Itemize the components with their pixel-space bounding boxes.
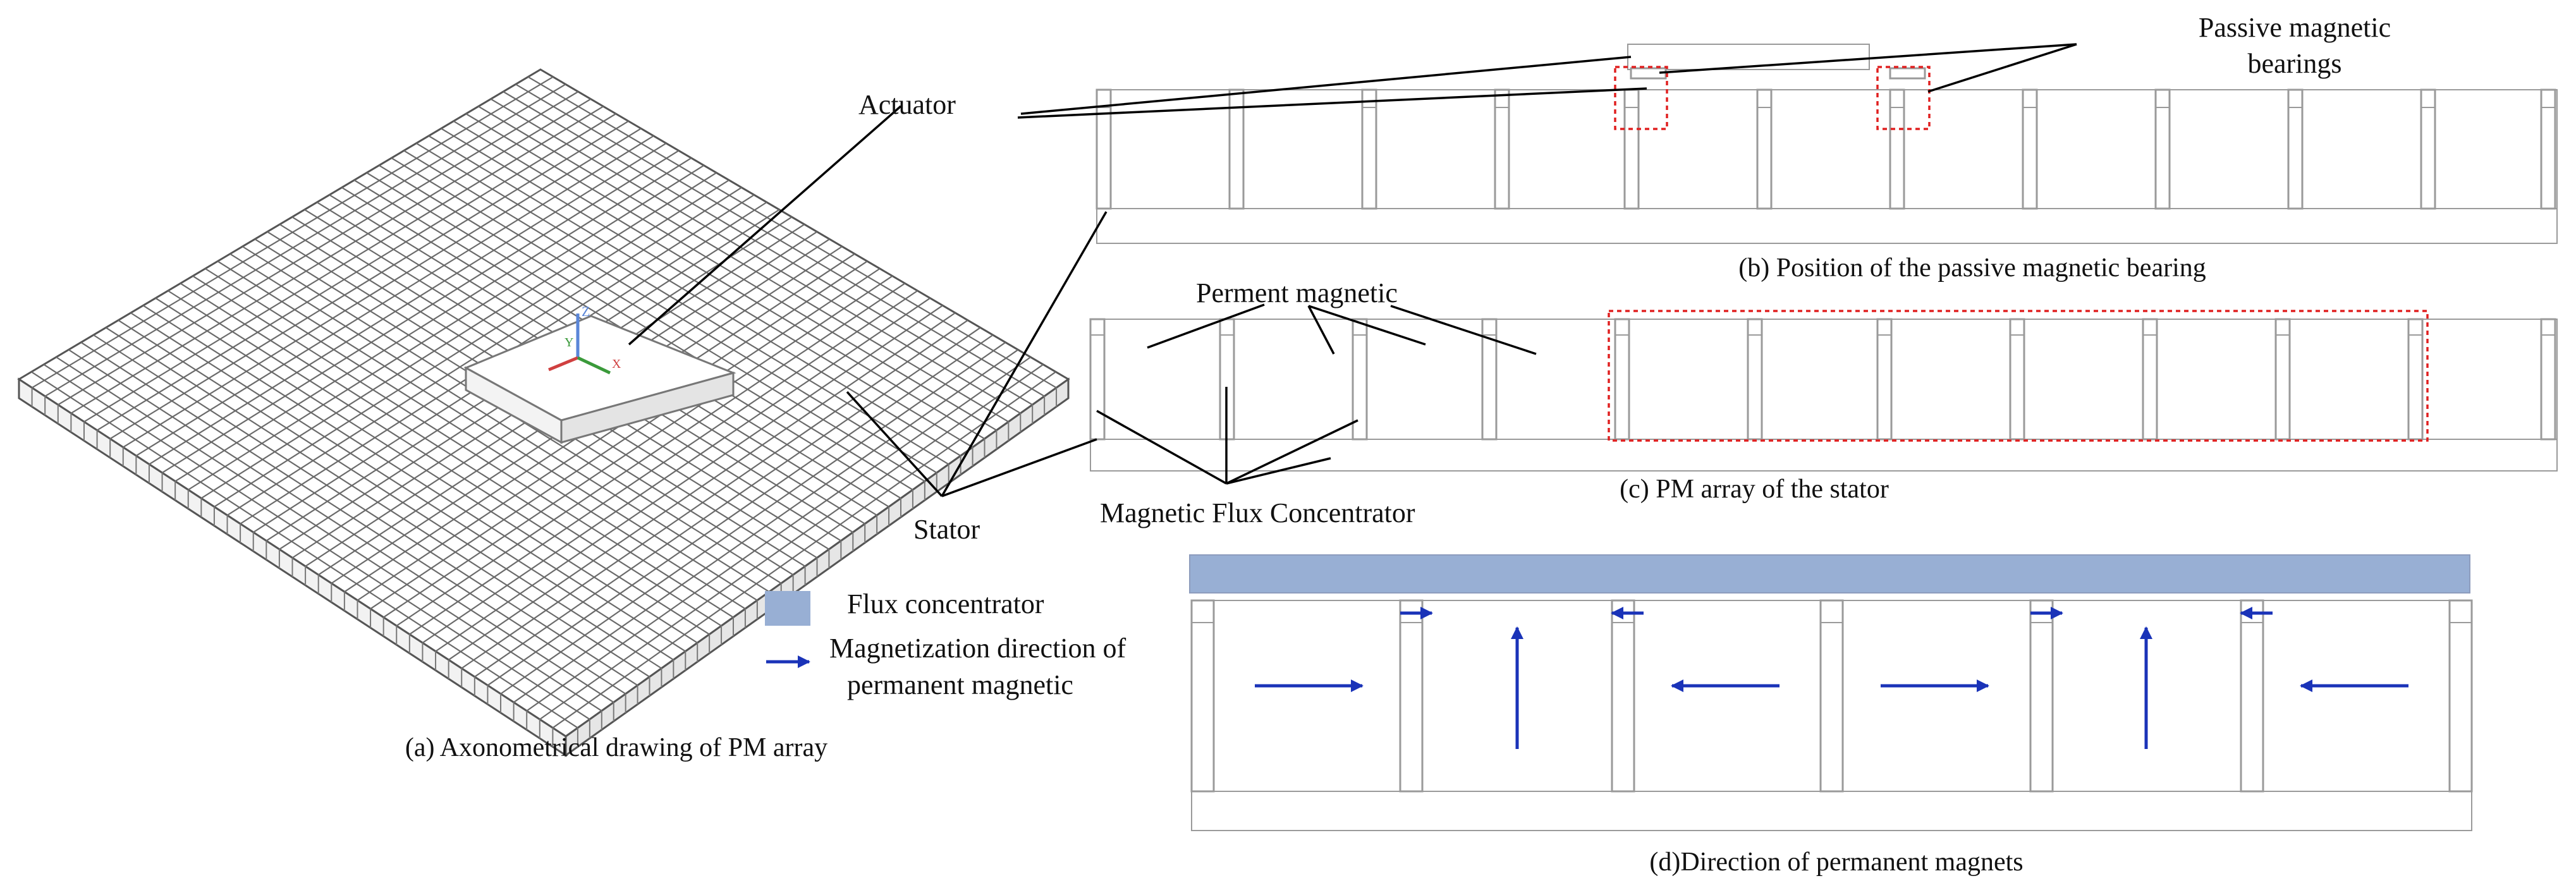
magnet-direction-view: [1189, 554, 2473, 831]
passive-bearings-label-line2: bearings: [2247, 48, 2341, 79]
flux-concentrator-slot: [1190, 599, 1215, 793]
separator-magnet: [2274, 318, 2291, 441]
separator-magnet: [1352, 318, 1368, 441]
separator-magnet: [1876, 318, 1893, 441]
axis-x-label: X: [612, 357, 621, 371]
flux-concentrator-slot: [2240, 599, 2264, 793]
separator-magnet: [2142, 318, 2158, 441]
bearing-highlight-right: [1876, 66, 1931, 130]
caption-a: (a) Axonometrical drawing of PM array: [405, 733, 827, 762]
flux-concentrator-bar: [1189, 554, 2470, 594]
legend-magnetization-line2: permanent magnetic: [847, 669, 1073, 700]
bearing-highlight-left: [1614, 66, 1668, 130]
axis-z-label: Z: [582, 303, 590, 319]
legend: Flux concentrator Magnetization directio…: [765, 588, 1126, 700]
passive-bearings-label-line1: Passive magnetic: [2199, 12, 2391, 43]
separator-magnet: [2407, 318, 2424, 441]
caption-b: (b) Position of the passive magnetic bea…: [1738, 253, 2206, 283]
separator-magnet: [1614, 318, 1630, 441]
flux-concentrator-slot: [1611, 599, 1635, 793]
separator-magnet: [2009, 318, 2025, 441]
flux-concentrator-slot: [2029, 599, 2054, 793]
flux-concentrator-slot: [2448, 599, 2473, 793]
pm-array-highlight: [1608, 310, 2429, 442]
flux-concentrator-slot: [1819, 599, 1844, 793]
leader-lines: [628, 43, 2077, 497]
bearing-position-view: [1096, 44, 2558, 244]
stator-pm-array-view: [1089, 310, 2558, 472]
legend-flux-concentrator: Flux concentrator: [847, 588, 1044, 619]
bearing-magnet-right: [1889, 67, 1926, 80]
stator-label: Stator: [913, 514, 980, 545]
base-plate-c: [1090, 439, 2558, 472]
separator-magnet: [2540, 318, 2556, 441]
coordinate-axis-icon: Z Y X: [548, 303, 621, 375]
actuator-label: Actuator: [858, 89, 956, 120]
axis-y-label: Y: [565, 336, 573, 350]
base-plate-b: [1096, 208, 2558, 244]
magnetization-arrows: [1255, 607, 2408, 749]
perment-magnetic-label: Perment magnetic: [1196, 277, 1398, 308]
flux-concentrator-swatch: [765, 591, 810, 626]
base-plate-d: [1191, 791, 2472, 831]
caption-d: (d)Direction of permanent magnets: [1649, 848, 2023, 877]
legend-magnetization-line1: Magnetization direction of: [829, 633, 1126, 664]
separator-magnet: [1747, 318, 1763, 441]
flux-concentrator-callout: Magnetic Flux Concentrator: [1100, 497, 1415, 528]
caption-c: (c) PM array of the stator: [1620, 475, 1889, 504]
flux-concentrator-slot: [1399, 599, 1424, 793]
separator-magnet: [1089, 318, 1106, 441]
separator-magnet: [1481, 318, 1498, 441]
